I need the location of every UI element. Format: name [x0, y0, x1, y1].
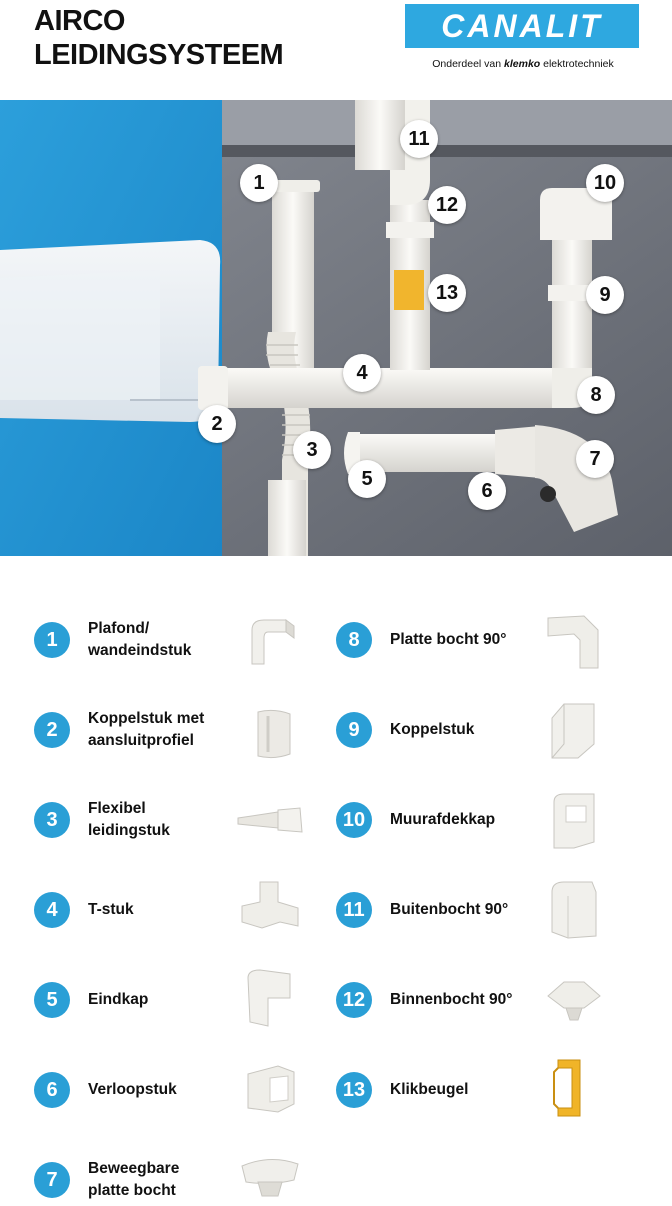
hero-badge-7: 7	[576, 440, 614, 478]
item-number: 13	[336, 1072, 372, 1108]
item-label: Koppelstuk	[390, 721, 475, 738]
list-item-5: 5 Eindkap	[34, 969, 334, 1027]
list-item-13: 13 Klikbeugel	[336, 1059, 636, 1117]
canalit-logo: CANALIT	[405, 4, 639, 48]
list-item-1: 1 Plafond/wandeindstuk	[34, 616, 334, 666]
hero-badge-6: 6	[468, 472, 506, 510]
item-number: 8	[336, 622, 372, 658]
flat-bend-icon	[547, 615, 599, 669]
logo-text: CANALIT	[441, 7, 603, 44]
hero-badge-10: 10	[586, 164, 624, 202]
hero-badge-4: 4	[343, 354, 381, 392]
list-item-11: 11 Buitenbocht 90°	[336, 881, 636, 939]
item-label: Binnenbocht 90°	[390, 991, 513, 1008]
item-number: 7	[34, 1162, 70, 1198]
item-label: Buitenbocht 90°	[390, 901, 509, 918]
hero-badge-9: 9	[586, 276, 624, 314]
list-item-10: 10 Muurafdekkap	[336, 793, 636, 849]
item-number: 4	[34, 892, 70, 928]
tagline: Onderdeel van klemko elektrotechniek	[403, 58, 643, 70]
item-number: 5	[34, 982, 70, 1018]
clip-bracket-icon	[553, 1059, 581, 1117]
hero-photo: 1 2 3 4 5 6 7 8 9 10 11 12 13	[0, 100, 672, 556]
movable-flat-bend-icon	[241, 1159, 299, 1197]
hero-badge-1: 1	[240, 164, 278, 202]
item-number: 2	[34, 712, 70, 748]
outer-bend-icon	[551, 881, 597, 939]
hero-badge-8: 8	[577, 376, 615, 414]
title-line-1: AIRCO	[34, 5, 125, 37]
item-number: 9	[336, 712, 372, 748]
item-label: Eindkap	[88, 991, 149, 1008]
hero-badge-13: 13	[428, 274, 466, 312]
item-number: 6	[34, 1072, 70, 1108]
reducer-icon	[247, 1065, 295, 1113]
list-item-9: 9 Koppelstuk	[336, 703, 636, 759]
list-item-12: 12 Binnenbocht 90°	[336, 976, 636, 1026]
end-cap-icon	[247, 969, 291, 1027]
hero-badge-5: 5	[348, 460, 386, 498]
tagline-suffix: elektrotechniek	[540, 58, 614, 70]
tagline-prefix: Onderdeel van	[432, 58, 505, 70]
item-label: Klikbeugel	[390, 1081, 469, 1098]
item-label: Platte bocht 90°	[390, 631, 507, 648]
page-title: AIRCO LEIDINGSYSTEEM	[34, 4, 284, 72]
item-number: 11	[336, 892, 372, 928]
item-number: 3	[34, 802, 70, 838]
item-label: Muurafdekkap	[390, 811, 496, 828]
hero-badge-3: 3	[293, 431, 331, 469]
duct-installation-illustration	[0, 100, 672, 556]
list-item-4: 4 T-stuk	[34, 881, 334, 936]
item-number: 12	[336, 982, 372, 1018]
item-label: Verloopstuk	[88, 1081, 177, 1098]
item-label: Plafond/wandeindstuk	[88, 620, 192, 659]
list-item-6: 6 Verloopstuk	[34, 1065, 334, 1116]
coupling-icon	[551, 703, 595, 759]
item-number: 10	[336, 802, 372, 838]
flexible-duct-icon	[237, 807, 303, 833]
wall-cover-icon	[553, 793, 595, 849]
item-number: 1	[34, 622, 70, 658]
tagline-brand: klemko	[504, 58, 541, 70]
title-line-2: LEIDINGSYSTEEM	[34, 39, 284, 71]
coupling-with-profile-icon	[257, 709, 291, 759]
ceiling-wall-end-piece-icon	[251, 619, 295, 665]
hero-badge-2: 2	[198, 405, 236, 443]
item-label: T-stuk	[88, 901, 134, 918]
list-item-8: 8 Platte bocht 90°	[336, 615, 636, 669]
t-piece-icon	[241, 881, 299, 929]
inner-bend-icon	[547, 981, 601, 1021]
hero-badge-12: 12	[428, 186, 466, 224]
hero-badge-11: 11	[400, 120, 438, 158]
